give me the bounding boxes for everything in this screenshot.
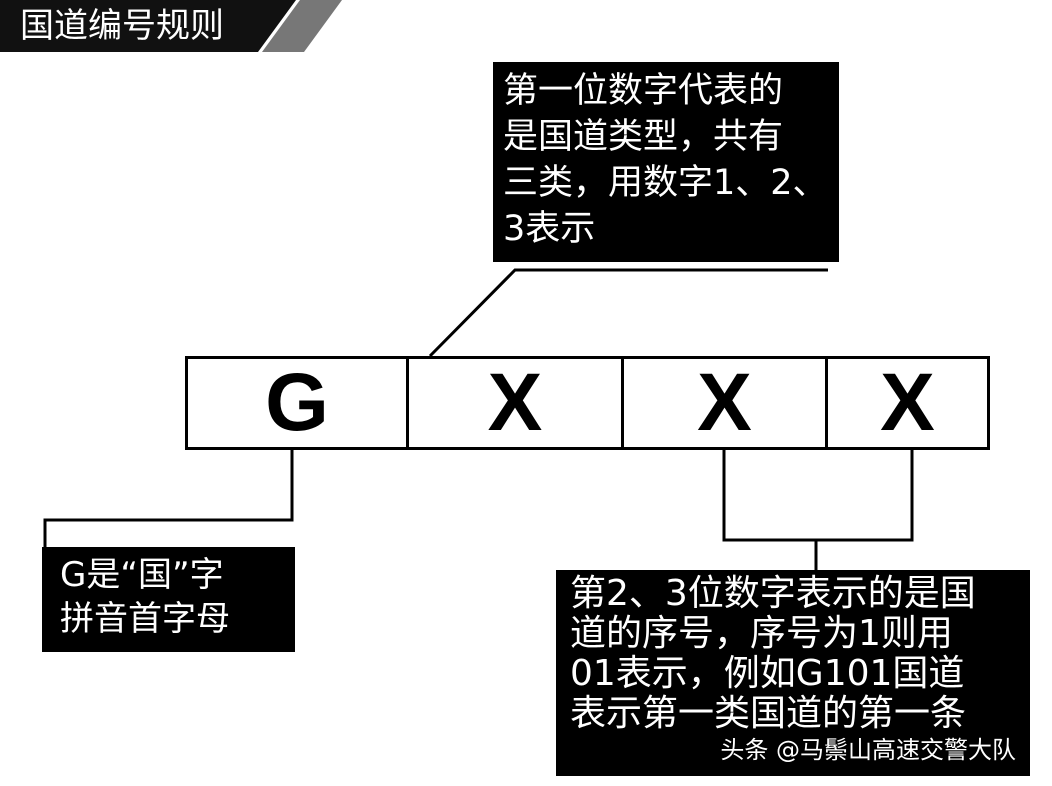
callout-line: 拼音首字母 — [60, 599, 230, 639]
callout-line: 第一位数字代表的 — [503, 71, 784, 111]
callout-line: 01表示，例如G101国道 — [570, 653, 965, 694]
connector-lines — [43, 268, 914, 570]
watermark: 头条 @马鬃山高速交警大队 — [720, 736, 1016, 764]
code-cell-digit-1: X — [406, 357, 621, 448]
callout-line: G是“国”字 — [60, 555, 224, 595]
code-cell-digit-2: X — [621, 357, 825, 448]
callout-line: 是国道类型，共有 — [503, 117, 784, 157]
code-cell-digit-3: X — [825, 357, 987, 448]
callout-line: 表示第一类国道的第一条 — [570, 693, 967, 734]
callout-first-digit: 第一位数字代表的 是国道类型，共有 三类，用数字1、2、 3表示 — [493, 62, 839, 262]
callout-line: 三类，用数字1、2、 — [503, 163, 828, 203]
code-format-box: G X X X — [185, 356, 990, 450]
code-cell-g: G — [265, 357, 329, 448]
callout-line: 第2、3位数字表示的是国 — [570, 573, 976, 614]
callout-line: 道的序号，序号为1则用 — [570, 613, 953, 654]
page-title: 国道编号规则 — [20, 6, 224, 46]
callout-digits-2-3: 第2、3位数字表示的是国 道的序号，序号为1则用 01表示，例如G101国道 表… — [556, 570, 1030, 776]
callout-letter-g: G是“国”字 拼音首字母 — [42, 547, 295, 652]
callout-line: 3表示 — [503, 209, 596, 249]
